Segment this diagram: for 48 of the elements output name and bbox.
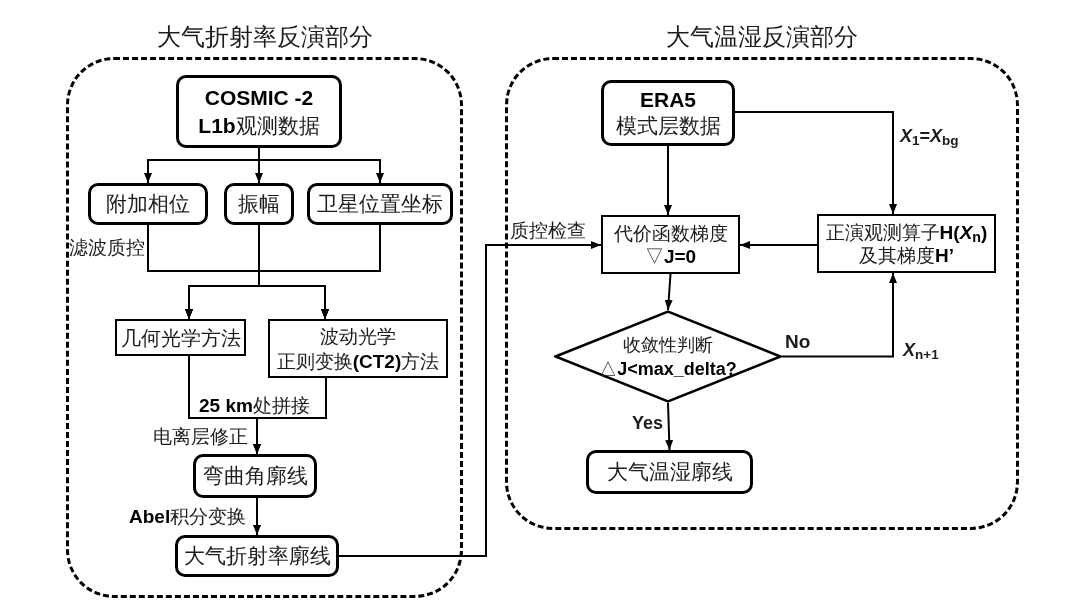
arrow (665, 402, 674, 451)
step-label: ERA5 模式层数据 (614, 87, 722, 139)
process-box (115, 319, 246, 356)
arrow (253, 497, 261, 536)
step-label: COSMIC -2 L1b观测数据 (197, 84, 321, 140)
step-label: 振幅 (238, 192, 280, 216)
edge-label: 质控检查 (510, 220, 586, 242)
step-label: 弯曲角廓线 (202, 463, 308, 489)
process-box (586, 450, 753, 494)
step-label: 代价函数梯度 ▽J=0 (612, 221, 729, 268)
edge-label: Yes (632, 412, 664, 434)
group-title: 大气温湿反演部分 (666, 23, 858, 51)
arrow (781, 272, 897, 358)
edge-label: X$_{1}$=X$_{bg}$ (900, 125, 959, 147)
process-box (224, 183, 294, 225)
process-box (175, 535, 339, 577)
annotation-label: X$_{n+1}$ (903, 339, 939, 361)
arrow (258, 147, 384, 184)
annotation-label: 25 km处拼接 (199, 395, 310, 417)
edge-label: Abel积分变换 (129, 506, 247, 528)
process-box (601, 215, 740, 274)
process-box (601, 80, 735, 146)
arrow (258, 224, 381, 320)
arrow (338, 241, 602, 557)
process-box (193, 454, 317, 498)
process-box (307, 183, 453, 225)
arrow (734, 111, 897, 215)
step-label: 正演观测算子H(X$_{n}$) 及其梯度H’ (824, 220, 989, 267)
arrow (664, 273, 673, 311)
arrow (253, 377, 327, 455)
step-label: 大气折射率廓线 (183, 543, 331, 569)
step-label: 卫星位置坐标 (317, 192, 443, 216)
step-label: 大气温湿廓线 (606, 459, 733, 485)
arrow (664, 145, 672, 216)
arrow (739, 241, 818, 249)
decision-diamond (554, 310, 782, 403)
step-label: 波动光学正则变换(CT2)方法 (275, 324, 441, 374)
step-label: 几何光学方法 (120, 325, 241, 350)
step-label: 附加相位 (106, 192, 190, 216)
annotation-label: 电离层修正 (153, 426, 248, 448)
step-label: 收敛性判断 △J<max_delta? (598, 333, 738, 381)
edge-label: No (785, 331, 811, 353)
process-box (176, 75, 342, 148)
process-box (268, 319, 448, 378)
process-box (88, 183, 208, 225)
group-title: 大气折射率反演部分 (156, 23, 373, 51)
annotation-label: 滤波质控 (69, 237, 145, 259)
process-box (817, 214, 996, 273)
